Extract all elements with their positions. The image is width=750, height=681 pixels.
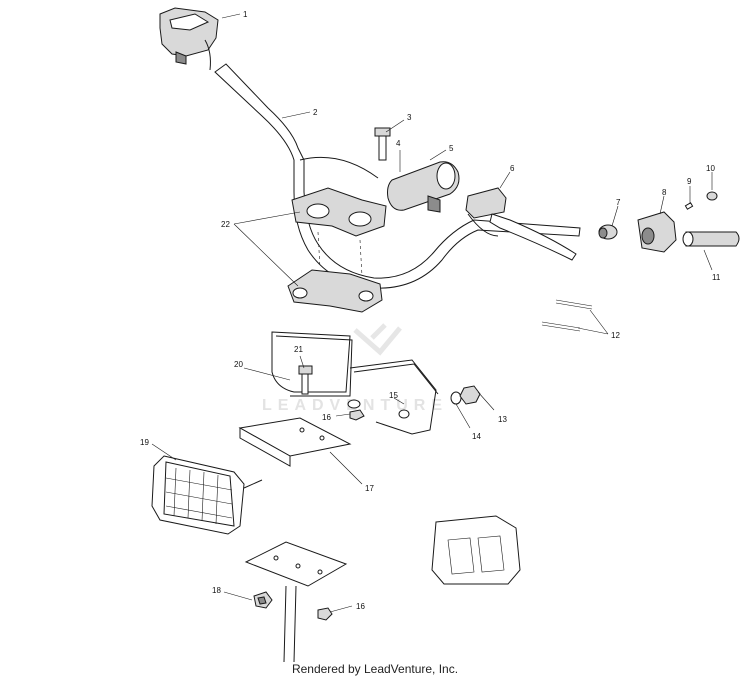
callout-labels: 1 2 3 4 5 6 7 8 9 10 11 12 13 14 15 16 1… [140, 10, 721, 611]
part-bolt-3 [374, 127, 391, 161]
part-clamps [287, 187, 387, 313]
callout-10: 10 [706, 164, 715, 173]
part-handlebar-pad [387, 161, 460, 213]
part-handlebar [214, 63, 581, 289]
callout-8: 8 [662, 188, 667, 197]
callout-14: 14 [472, 432, 481, 441]
part-grip [682, 231, 740, 247]
callout-18: 18 [212, 586, 221, 595]
part-decals [541, 299, 593, 332]
callout-5: 5 [449, 144, 454, 153]
callout-6: 6 [510, 164, 515, 173]
part-nut-16-lower [317, 607, 333, 621]
leader-lines [151, 13, 713, 613]
callout-20: 20 [234, 360, 243, 369]
part-rack-frame [271, 331, 439, 435]
callout-2: 2 [313, 108, 318, 117]
callout-19: 19 [140, 438, 149, 447]
part-switch-housing [159, 7, 219, 71]
part-lower-plate [244, 541, 348, 663]
callout-7: 7 [616, 198, 621, 207]
callout-16-lower: 16 [356, 602, 365, 611]
callout-11: 11 [712, 273, 721, 282]
callout-17: 17 [365, 484, 374, 493]
callout-4: 4 [396, 139, 401, 148]
part-brake-lever [465, 187, 577, 261]
part-bushing [598, 224, 618, 240]
callout-15: 15 [389, 391, 398, 400]
callout-13: 13 [498, 415, 507, 424]
callout-9: 9 [687, 177, 692, 186]
callout-12: 12 [611, 331, 620, 340]
part-bolt-21 [298, 365, 313, 395]
part-nuts-washers [347, 399, 410, 421]
callout-21: 21 [294, 345, 303, 354]
part-bracket-17 [238, 417, 352, 467]
callout-22: 22 [221, 220, 230, 229]
part-nut-13-14 [450, 385, 481, 405]
part-clip-18 [253, 591, 273, 609]
callout-3: 3 [407, 113, 412, 122]
part-screws [684, 191, 718, 210]
part-headlight [151, 455, 263, 535]
callout-16: 16 [322, 413, 331, 422]
footer-credit: Rendered by LeadVenture, Inc. [291, 662, 459, 676]
callout-1: 1 [243, 10, 248, 19]
part-tail-light [431, 515, 521, 585]
part-throttle-housing [637, 211, 677, 253]
